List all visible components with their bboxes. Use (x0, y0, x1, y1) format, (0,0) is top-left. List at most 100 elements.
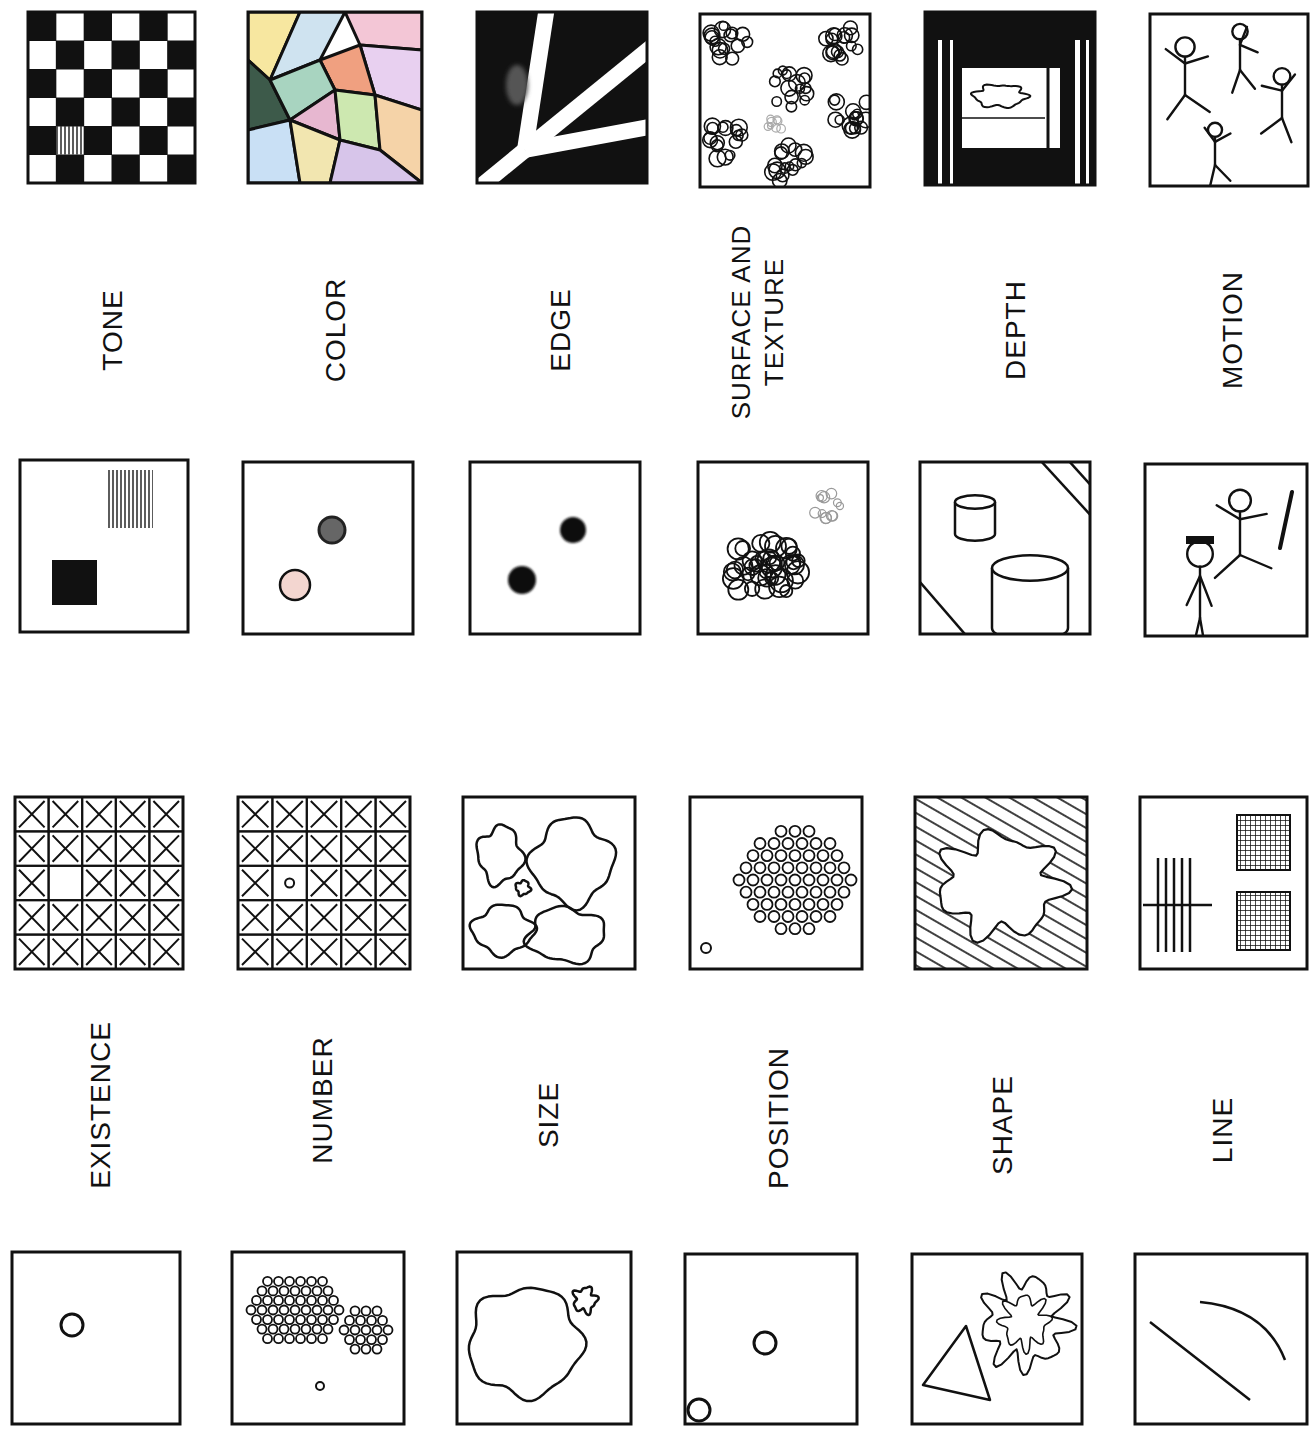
frame (1140, 797, 1307, 969)
dot (302, 1286, 311, 1295)
frame (1150, 14, 1308, 186)
dot (804, 899, 815, 910)
dot (804, 923, 815, 934)
dot (269, 1306, 278, 1315)
soft-dot (508, 566, 536, 594)
scribble (710, 36, 720, 46)
grid-cell (307, 831, 341, 865)
figure-stroke (1200, 576, 1212, 606)
category-label: EDGE (543, 288, 578, 371)
black-square (167, 98, 195, 127)
figure-stroke (1167, 95, 1185, 119)
scribble (765, 572, 778, 585)
panel (469, 1287, 599, 1402)
scribble (718, 121, 733, 136)
x-mark (276, 939, 302, 965)
dot (356, 1335, 365, 1344)
dot (351, 1306, 360, 1315)
x-mark (86, 835, 112, 861)
scribble (785, 555, 804, 574)
panel (238, 797, 410, 969)
category-label: POSITION (761, 1047, 796, 1189)
scribble (725, 151, 735, 161)
x-mark (86, 870, 112, 896)
clearing (962, 68, 1060, 148)
dot (769, 887, 780, 898)
x-mark (19, 939, 45, 965)
black-square (84, 126, 112, 155)
dot (307, 1334, 316, 1343)
dot (356, 1316, 365, 1325)
dot (790, 850, 801, 861)
frame (28, 12, 195, 183)
grid-cell (116, 900, 150, 934)
scribble (828, 511, 838, 521)
tree-gap (1086, 40, 1089, 185)
dot (762, 875, 773, 886)
blob (469, 1288, 587, 1401)
glass-pane (345, 12, 422, 50)
x-mark (53, 904, 79, 930)
figure-stroke (1215, 555, 1240, 578)
dot (783, 911, 794, 922)
grid-cell (116, 797, 150, 831)
panel (703, 21, 870, 187)
scribble (785, 90, 798, 103)
grid-cell (341, 900, 375, 934)
panel (1143, 815, 1290, 952)
blob (981, 1272, 1076, 1375)
grid-cell (376, 797, 410, 831)
dot (345, 1316, 354, 1325)
x-mark (120, 904, 146, 930)
category-label: TONE (95, 289, 130, 370)
scribble (775, 144, 790, 159)
dot (307, 1315, 316, 1324)
dot (839, 887, 850, 898)
black-square (84, 69, 112, 98)
frame (1135, 1254, 1307, 1424)
panel (508, 517, 586, 594)
dot (790, 826, 801, 837)
black-square (112, 41, 140, 70)
grid-cell (82, 866, 116, 900)
figure-stroke (1240, 555, 1271, 568)
x-mark (380, 801, 406, 827)
glass-pane (330, 140, 422, 183)
x-mark (153, 904, 179, 930)
dot (818, 850, 829, 861)
dot (313, 1306, 322, 1315)
dot (318, 1277, 327, 1286)
figure-stroke (1205, 128, 1215, 142)
panel (280, 517, 345, 600)
pink-dot (280, 570, 310, 600)
grid-cell (272, 831, 306, 865)
grid-cell (82, 797, 116, 831)
dot (285, 1277, 294, 1286)
grid-cell (82, 831, 116, 865)
scribble (830, 95, 840, 105)
scribble (800, 96, 809, 105)
grid-cell (149, 797, 183, 831)
panel (52, 470, 153, 605)
x-mark (86, 801, 112, 827)
panel (723, 488, 844, 599)
black-square (56, 41, 84, 70)
blob (971, 85, 1030, 108)
dot (285, 1315, 294, 1324)
dot (258, 1325, 267, 1334)
scribble (745, 582, 759, 596)
x-mark (311, 870, 337, 896)
grid-cell (272, 866, 306, 900)
corner-circle (688, 1399, 710, 1421)
frame (463, 797, 635, 969)
grid-cell (149, 866, 183, 900)
figure-stroke (1282, 74, 1295, 90)
dark-ground (477, 12, 647, 183)
panel (925, 12, 1095, 185)
scribble (789, 75, 806, 92)
dot (307, 1277, 316, 1286)
figure-stroke (1191, 618, 1200, 636)
lone-circle (61, 1314, 83, 1336)
figure-stroke (1187, 576, 1200, 605)
scribble (781, 539, 796, 554)
